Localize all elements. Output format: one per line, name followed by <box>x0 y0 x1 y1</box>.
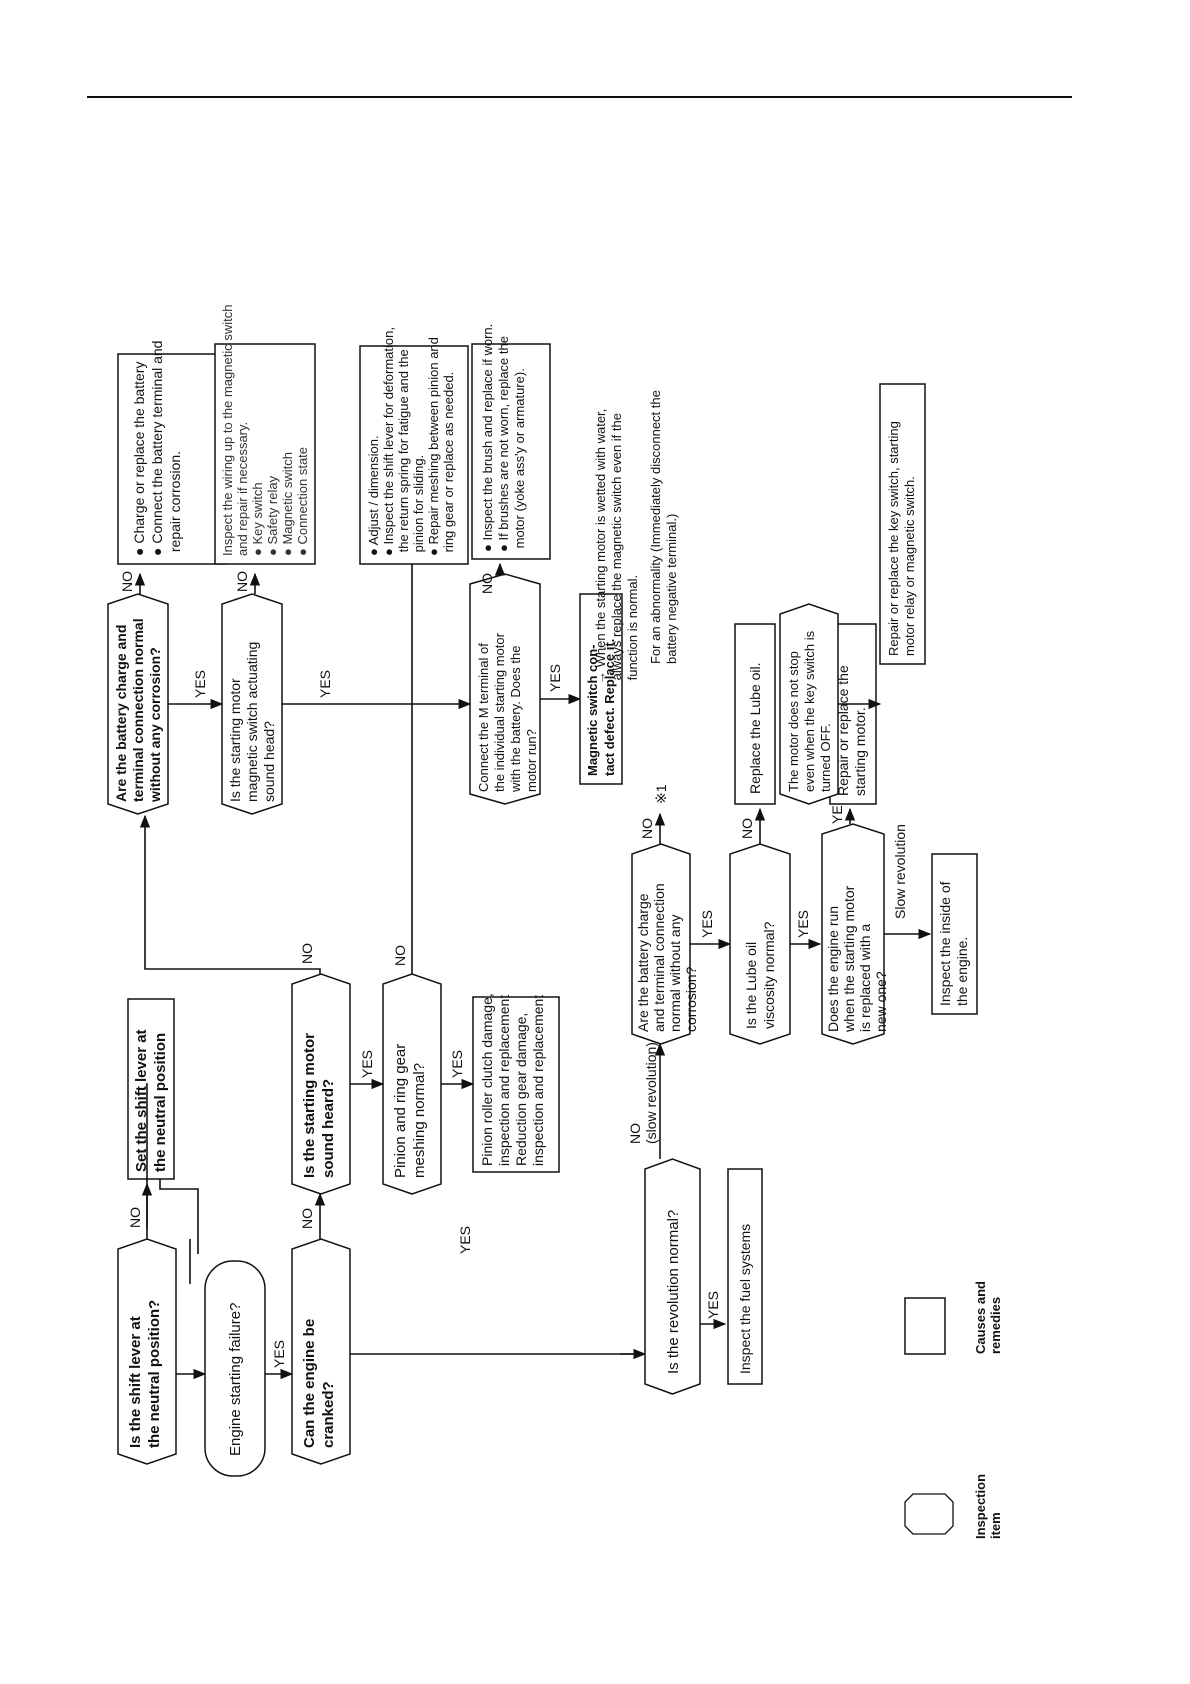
q-nostop-text: The motor does not stopeven when the key… <box>786 630 833 792</box>
legend-causes-shape <box>904 1297 946 1355</box>
lbl-shift-no: NO <box>127 1207 143 1228</box>
node-q-crank <box>291 1238 351 1465</box>
node-r-brush <box>471 343 551 560</box>
edge-shift-no <box>146 1083 148 1239</box>
legend-inspection-text: Inspectionitem <box>973 1474 1003 1539</box>
node-q-rev <box>644 1158 701 1395</box>
lbl-magsw-yes: YES <box>317 670 333 698</box>
r-contact-text: Magnetic switch con-tact defect. Replace… <box>585 639 617 776</box>
node-r-inside <box>931 853 978 1015</box>
lbl-crank-yes: YES <box>457 1226 473 1254</box>
node-r-shift <box>127 998 175 1180</box>
lbl-sound-no: NO <box>299 943 315 964</box>
note-abn-text: For an abnormality (Immediately disconne… <box>648 390 679 664</box>
r-repair-text: Repair or replace thestarting motor. <box>835 665 868 796</box>
lbl-batt1-no: NO <box>119 571 135 592</box>
r-wiring-text: Inspect the wiring up to the magnetic sw… <box>220 305 310 556</box>
node-q-nostop <box>779 603 839 805</box>
node-r-keysw <box>879 383 926 665</box>
node-q-batt2 <box>631 843 691 1045</box>
lbl-start-yes: YES <box>271 1340 287 1368</box>
legend-inspection-shape <box>904 1493 954 1535</box>
r-inside-text: Inspect the inside ofthe engine. <box>937 881 970 1006</box>
q-batt2-text: Are the battery chargeand terminal conne… <box>635 883 699 1032</box>
lbl-pinion-yes: YES <box>449 1050 465 1078</box>
q-rev-text: Is the revolution normal? <box>665 1210 682 1374</box>
lbl-batt2-no: NO <box>639 818 655 839</box>
node-r-lube <box>734 623 776 805</box>
node-q-magsw <box>221 593 283 815</box>
lbl-magsw-no: NO <box>234 571 250 592</box>
start-text: Engine starting failure? <box>227 1303 244 1456</box>
lbl-sound-yes: YES <box>359 1050 375 1078</box>
node-r-adjust <box>359 345 469 565</box>
lbl-crank-no: NO <box>299 1208 315 1229</box>
page-header-rule <box>87 96 1072 98</box>
ref1-text: ※1 <box>653 784 669 804</box>
r-brush-text: ● Inspect the brush and replace if worn.… <box>480 324 527 552</box>
node-r-wiring <box>214 343 316 565</box>
lbl-lube-yes: YES <box>795 910 811 938</box>
r-pinion-text: Pinion roller clutch damage,inspection a… <box>479 993 546 1166</box>
legend-causes-text: Causes andremedies <box>973 1281 1003 1354</box>
r-batt1-text: ● Charge or replace the battery● Connect… <box>131 341 183 556</box>
edge-sound-no <box>139 814 321 974</box>
r-keysw-text: Repair or replace the key switch, starti… <box>886 421 917 656</box>
node-q-lube <box>729 843 791 1045</box>
lbl-batt2-yes: YES <box>699 910 715 938</box>
node-q-engrun <box>821 823 885 1045</box>
r-lube-text: Replace the Lube oil. <box>747 662 763 794</box>
lbl-mterm-yes: YES <box>547 664 563 692</box>
note-water-text: → When the starting motor is wetted with… <box>593 409 640 684</box>
lbl-rev-yes: YES <box>705 1291 721 1319</box>
node-r-fuel <box>727 1168 763 1385</box>
lbl-lube-no: NO <box>739 818 755 839</box>
node-q-sound <box>291 973 351 1195</box>
r-fuel-text: Inspect the fuel systems <box>737 1224 753 1374</box>
node-r-contact <box>579 593 623 785</box>
lbl-rev-no: NO(slow revolution) <box>627 1042 659 1144</box>
q-engrun-text: Does the engine runwhen the starting mot… <box>825 885 889 1033</box>
node-q-batt1 <box>107 593 169 815</box>
node-start <box>204 1260 266 1477</box>
r-adjust-text: ● Adjust / dimension.● Inspect the shift… <box>366 327 456 556</box>
lbl-batt1-yes: YES <box>192 670 208 698</box>
lbl-pinion-no: NO <box>392 945 408 966</box>
lbl-mterm-no: NO <box>479 573 495 594</box>
lbl-slow-rev: Slow revolution <box>892 824 908 919</box>
q-batt1-text: Are the battery charge andterminal conne… <box>113 618 163 803</box>
q-magsw-text: Is the starting motormagnetic switch act… <box>227 642 277 802</box>
q-mterm-text: Connect the M terminal ofthe individual … <box>476 632 539 793</box>
edge-set-to-start <box>159 1179 199 1254</box>
